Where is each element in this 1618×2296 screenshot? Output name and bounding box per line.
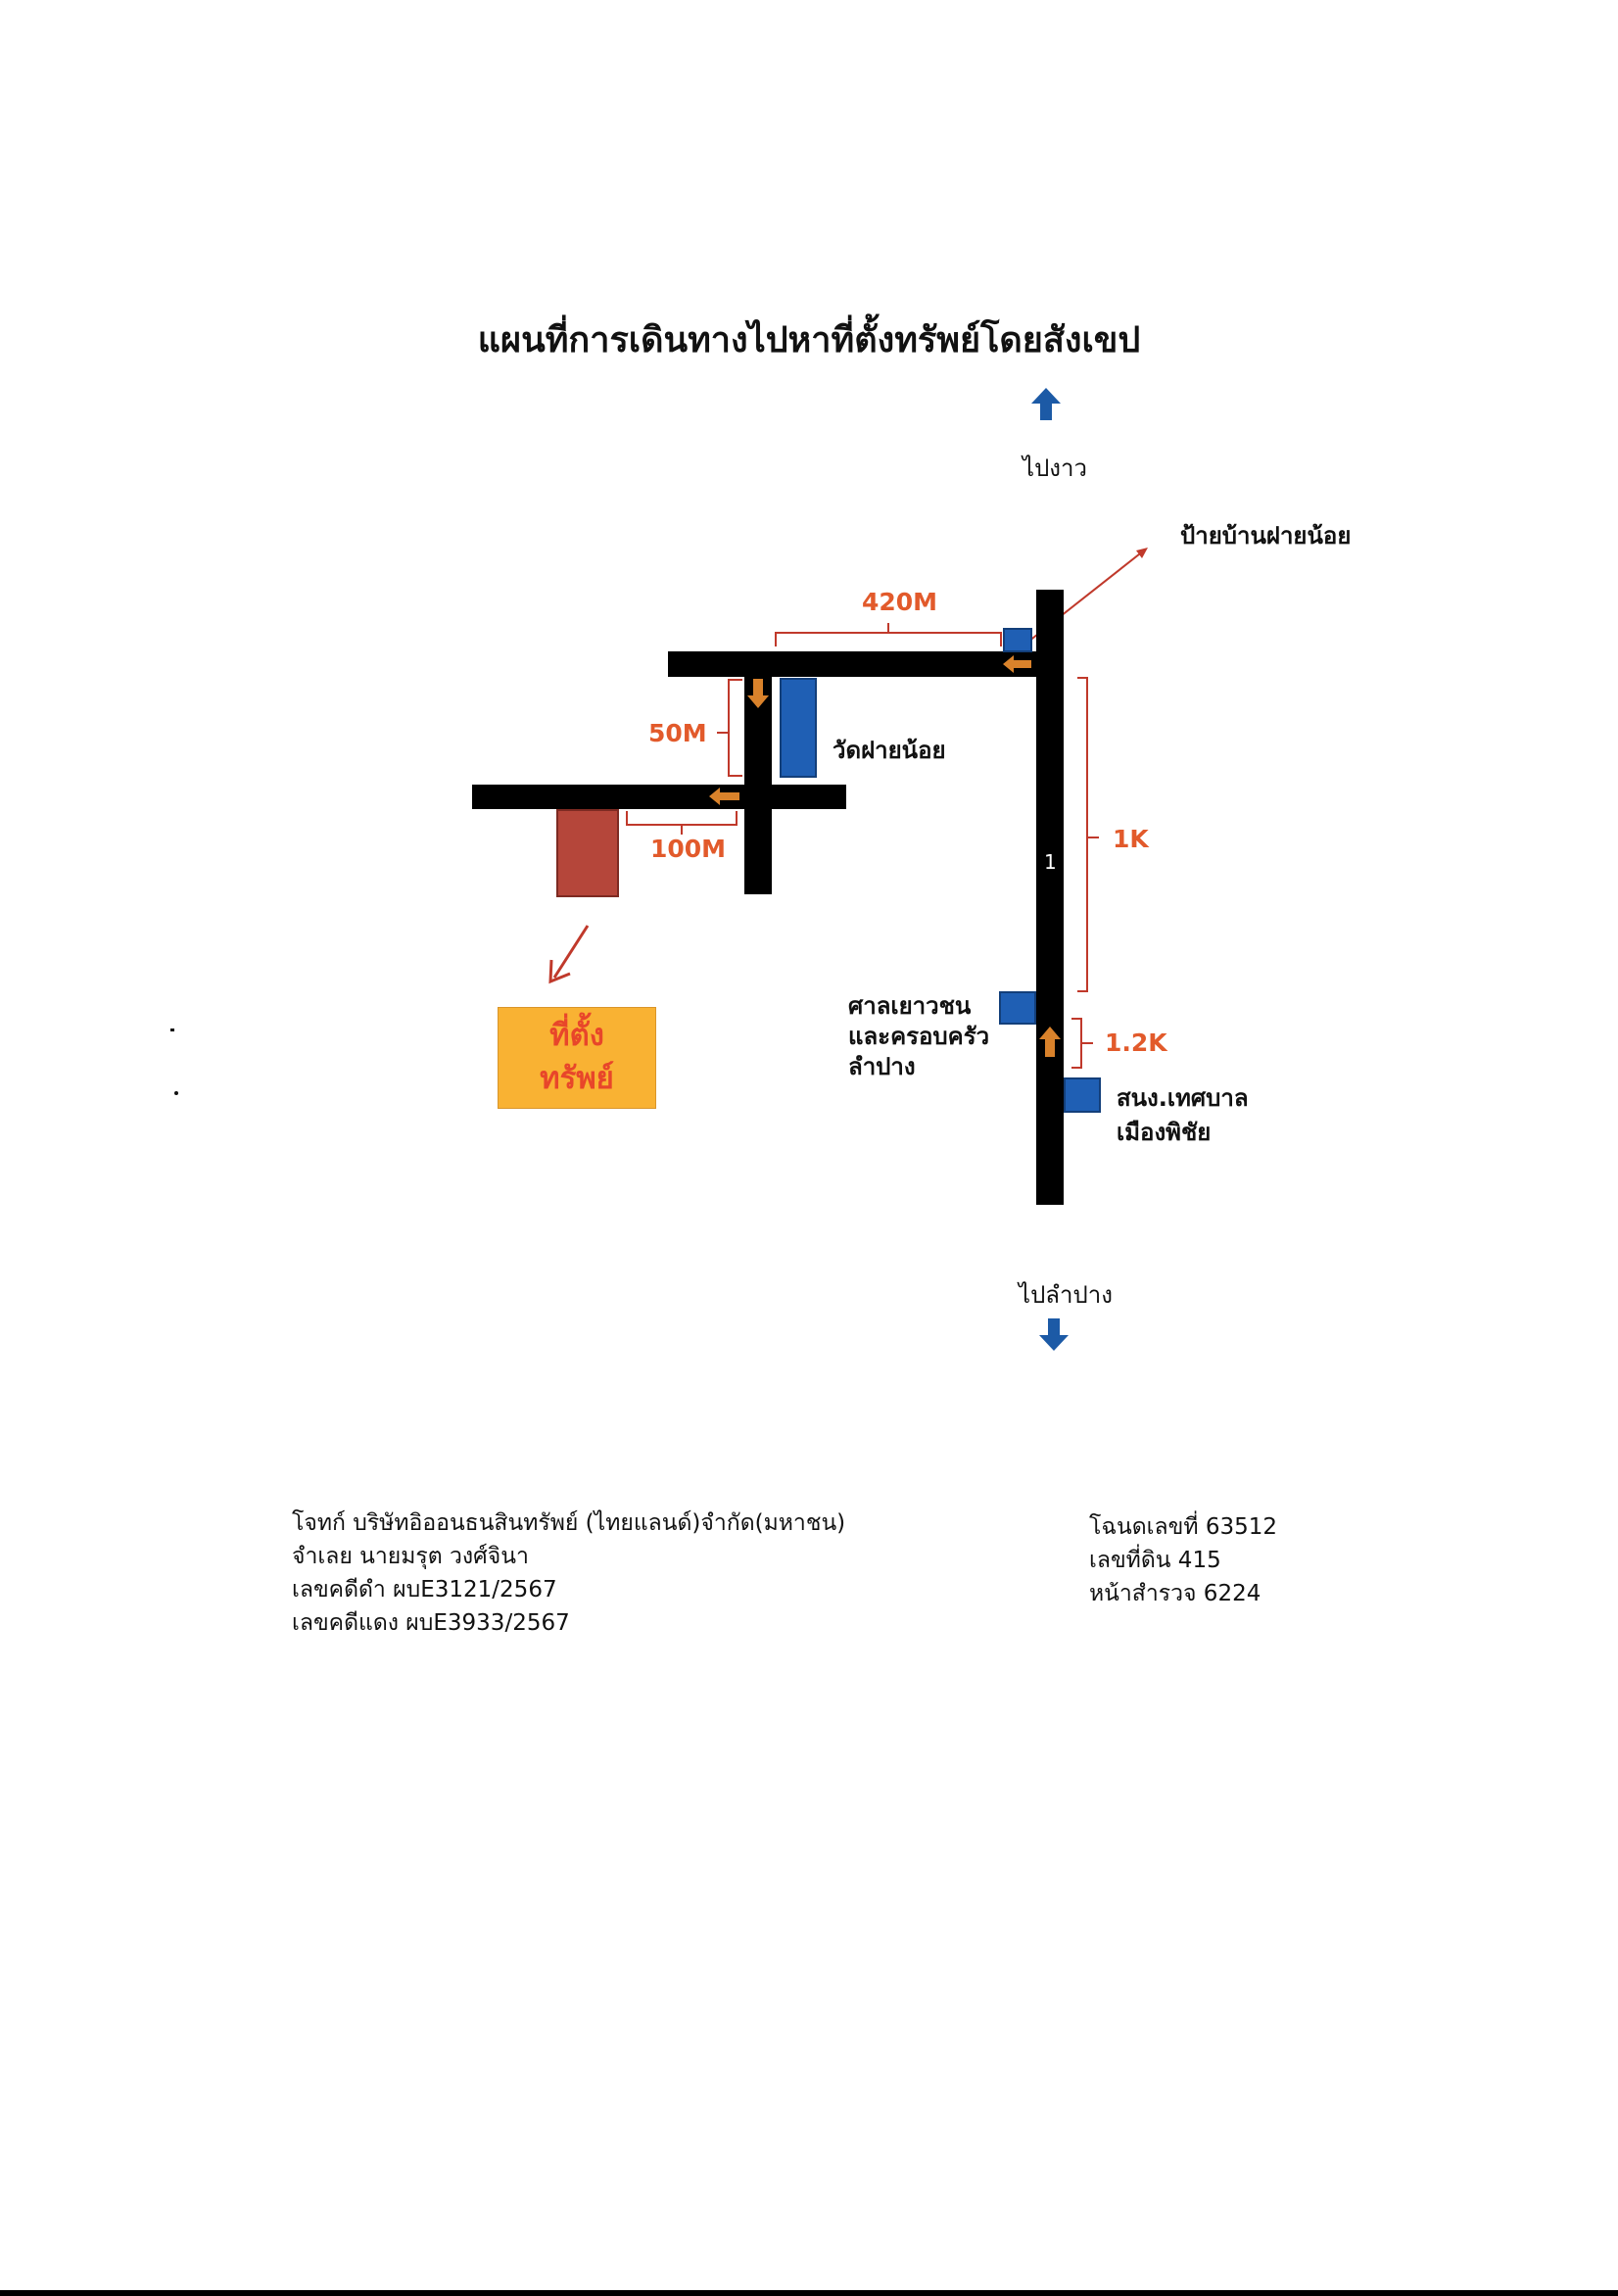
direction-north-label: ไปงาว [1023, 454, 1087, 482]
temple-label: วัดฝายน้อย [833, 737, 946, 764]
property-label-box: ที่ตั้ง ทรัพย์ [498, 1007, 656, 1109]
deed-number: โฉนดเลขที่ 63512 [1089, 1514, 1277, 1540]
land-number: เลขที่ดิน 415 [1089, 1548, 1221, 1573]
court-label-line: และครอบครัว [848, 1023, 990, 1050]
defendant-line: จำเลย นายมรุต วงศ์จินา [292, 1544, 529, 1569]
municipal-office-label-line: สนง.เทศบาล [1117, 1084, 1249, 1112]
distance-420m: 420M [862, 588, 938, 616]
case-details: โจทก์ บริษัทอิออนธนสินทรัพย์ (ไทยแลนด์)จ… [292, 1507, 845, 1640]
court-label: ศาลเยาวชน และครอบครัว ลำปาง [848, 991, 989, 1082]
scan-edge [0, 2290, 1618, 2296]
court-marker [999, 991, 1036, 1025]
municipal-office-label: สนง.เทศบาล เมืองพิชัย [1117, 1081, 1249, 1150]
black-case-number: เลขคดีดำ ผบE3121/2567 [292, 1577, 557, 1602]
survey-page: หน้าสำรวจ 6224 [1089, 1581, 1261, 1606]
property-label-line: ที่ตั้ง [549, 1018, 604, 1053]
arrow-down-icon [747, 679, 769, 708]
property-marker [556, 809, 619, 897]
village-sign-marker [1003, 628, 1032, 652]
direction-south-label: ไปลำปาง [1019, 1281, 1113, 1309]
plaintiff-line: โจทก์ บริษัทอิออนธนสินทรัพย์ (ไทยแลนด์)จ… [292, 1510, 846, 1536]
distance-1-2k: 1.2K [1105, 1028, 1167, 1057]
distance-50m: 50M [648, 719, 707, 747]
court-label-line: ลำปาง [848, 1053, 916, 1080]
south-arrow-icon [1039, 1318, 1069, 1351]
road-number: 1 [1044, 850, 1057, 874]
red-case-number: เลขคดีแดง ผบE3933/2567 [292, 1610, 570, 1636]
road-100m [472, 785, 846, 809]
scan-speck [170, 1028, 174, 1031]
distance-1k: 1K [1113, 825, 1149, 853]
scan-speck [174, 1091, 178, 1095]
distance-100m: 100M [650, 835, 727, 863]
main-road-vertical [1036, 590, 1064, 1205]
municipal-office-label-line: เมืองพิชัย [1117, 1119, 1212, 1146]
arrow-left-icon [709, 788, 739, 805]
road-420m [668, 651, 1064, 677]
temple-marker [780, 678, 817, 778]
north-arrow-icon [1031, 388, 1061, 420]
court-label-line: ศาลเยาวชน [848, 992, 972, 1020]
deed-details: โฉนดเลขที่ 63512 เลขที่ดิน 415 หน้าสำรวจ… [1089, 1510, 1277, 1610]
arrow-up-icon [1039, 1027, 1061, 1057]
map-title: แผนที่การเดินทางไปหาที่ตั้งทรัพย์โดยสังเ… [477, 320, 1141, 360]
village-sign-label: ป้ายบ้านฝายน้อย [1180, 522, 1352, 550]
municipal-office-marker [1064, 1077, 1101, 1113]
arrow-left-icon [1003, 655, 1031, 673]
property-label-line: ทรัพย์ [540, 1061, 614, 1096]
